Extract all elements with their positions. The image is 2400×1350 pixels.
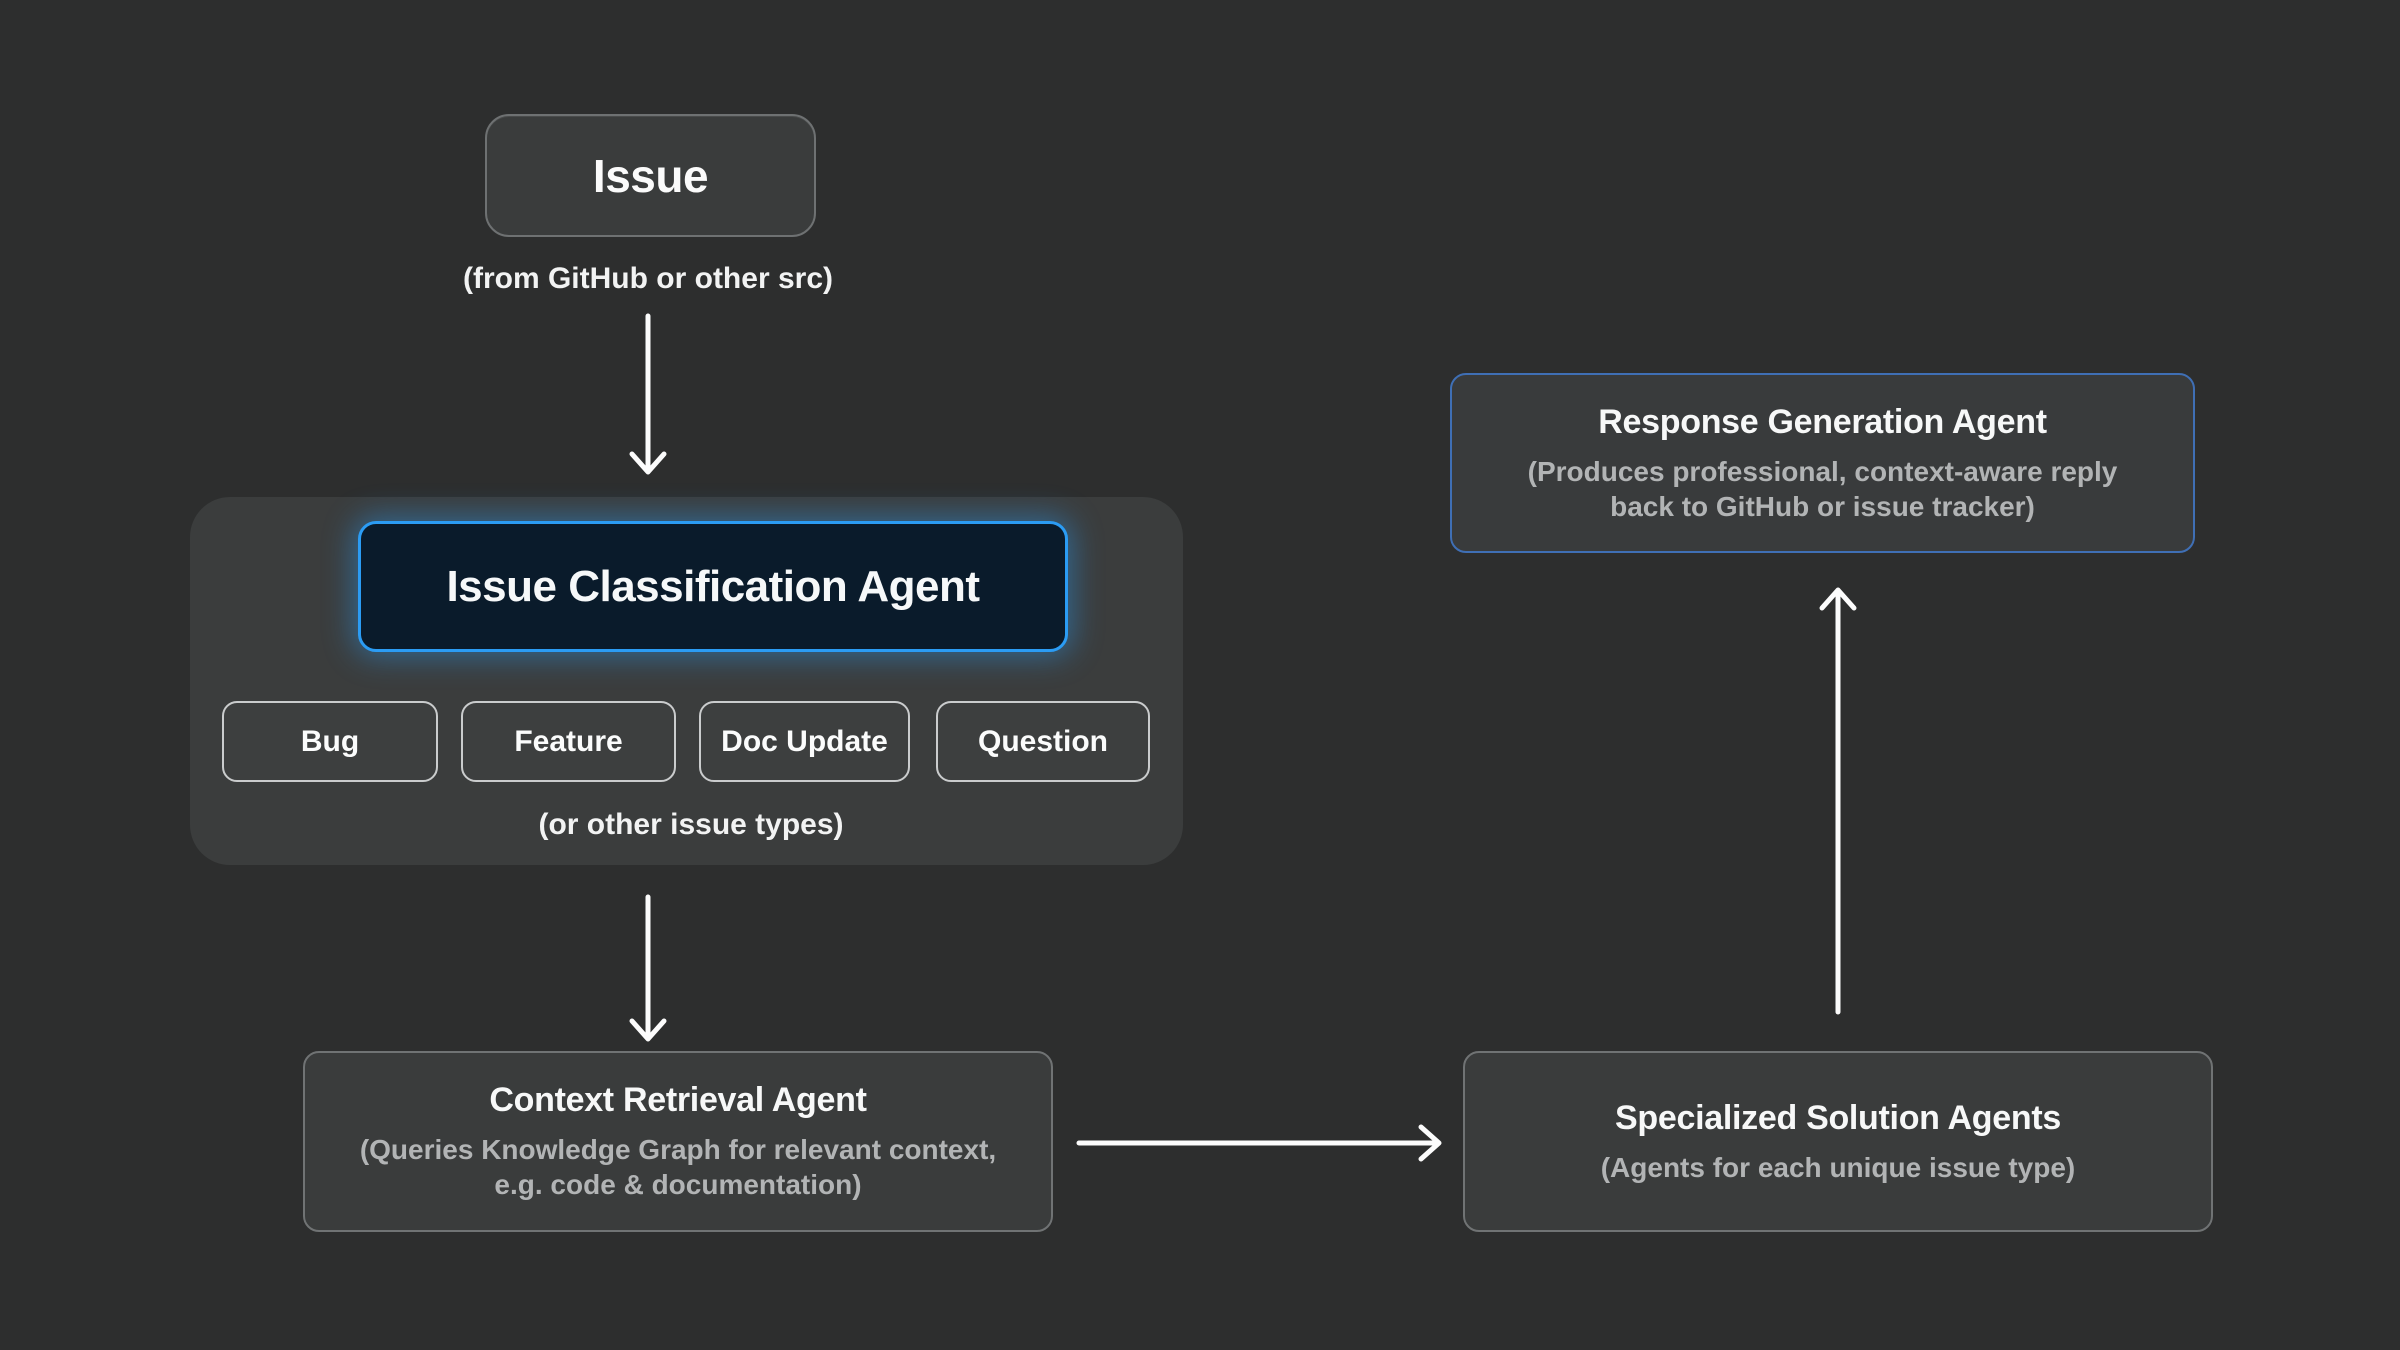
node-issue: Issue — [485, 114, 816, 237]
chip-bug: Bug — [222, 701, 438, 782]
arrow-issue-to-classifier — [629, 313, 667, 475]
node-issue-classification-agent: Issue Classification Agent — [358, 521, 1068, 652]
node-response-generation-agent: Response Generation Agent (Produces prof… — [1450, 373, 2195, 553]
node-response-generation-agent-title: Response Generation Agent — [1598, 402, 2047, 441]
arrow-classifier-to-context-retrieval — [629, 894, 667, 1042]
node-response-generation-agent-subtitle: (Produces professional, context-aware re… — [1527, 455, 2118, 522]
chip-feature-label: Feature — [514, 724, 623, 758]
chip-bug-label: Bug — [300, 724, 360, 758]
node-issue-classification-agent-label: Issue Classification Agent — [446, 561, 980, 611]
arrow-context-retrieval-to-specialized — [1076, 1124, 1442, 1162]
caption-issue-source: (from GitHub or other src) — [462, 262, 833, 295]
arrow-specialized-to-response-generation — [1819, 587, 1857, 1015]
chip-question: Question — [936, 701, 1150, 782]
node-specialized-solution-agents: Specialized Solution Agents (Agents for … — [1463, 1051, 2213, 1232]
chip-question-label: Question — [977, 724, 1108, 758]
chip-doc-update-label: Doc Update — [721, 724, 888, 758]
chip-feature: Feature — [461, 701, 676, 782]
chip-doc-update: Doc Update — [699, 701, 910, 782]
node-issue-label: Issue — [592, 149, 709, 202]
caption-other-issue-types: (or other issue types) — [538, 808, 844, 841]
node-specialized-solution-agents-subtitle: (Agents for each unique issue type) — [1600, 1151, 2076, 1183]
node-specialized-solution-agents-title: Specialized Solution Agents — [1615, 1098, 2061, 1137]
node-context-retrieval-agent-title: Context Retrieval Agent — [489, 1081, 867, 1119]
node-context-retrieval-agent: Context Retrieval Agent (Queries Knowled… — [303, 1051, 1053, 1232]
node-context-retrieval-agent-subtitle: (Queries Knowledge Graph for relevant co… — [359, 1134, 997, 1200]
